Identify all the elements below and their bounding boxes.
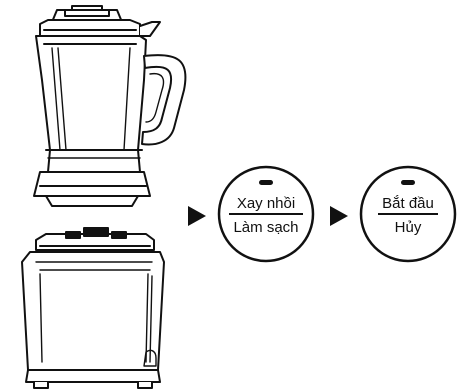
step2-button[interactable]: Bắt đầu Hủy [359, 165, 457, 263]
step1-button[interactable]: Xay nhồi Làm sạch [217, 165, 315, 263]
step1-bottom-label: Làm sạch [233, 219, 298, 236]
step2-bottom-label: Hủy [395, 219, 422, 236]
arrow-right-icon [330, 206, 348, 226]
blender-base-icon [21, 227, 165, 389]
arrow-right-icon [188, 206, 206, 226]
led-indicator-icon [259, 180, 273, 185]
step2-top-label: Bắt đầu [382, 195, 434, 212]
step1-top-label: Xay nhồi [237, 195, 295, 212]
blender-jug-icon [33, 5, 187, 207]
led-indicator-icon [401, 180, 415, 185]
